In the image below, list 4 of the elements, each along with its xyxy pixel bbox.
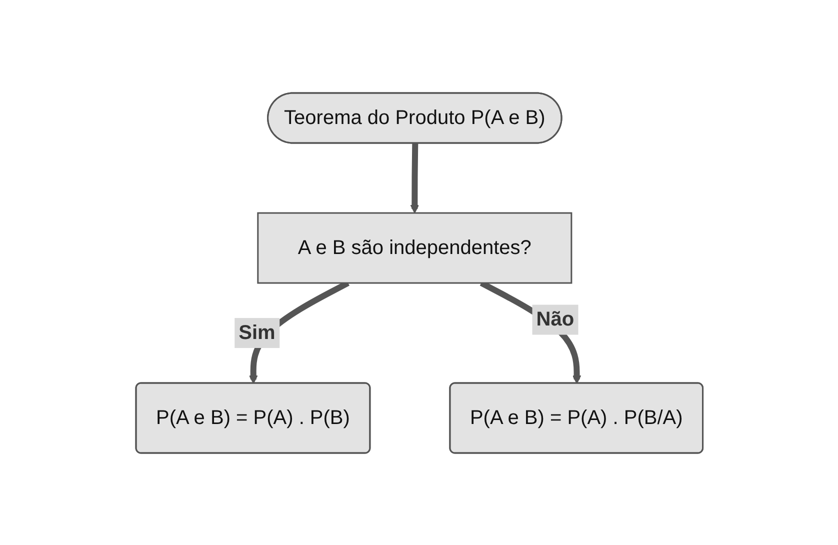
- edge-label: Não: [536, 308, 574, 330]
- arrow: [410, 142, 419, 213]
- edge-label: Sim: [238, 322, 275, 344]
- node-box: A e B são independentes?: [256, 212, 572, 284]
